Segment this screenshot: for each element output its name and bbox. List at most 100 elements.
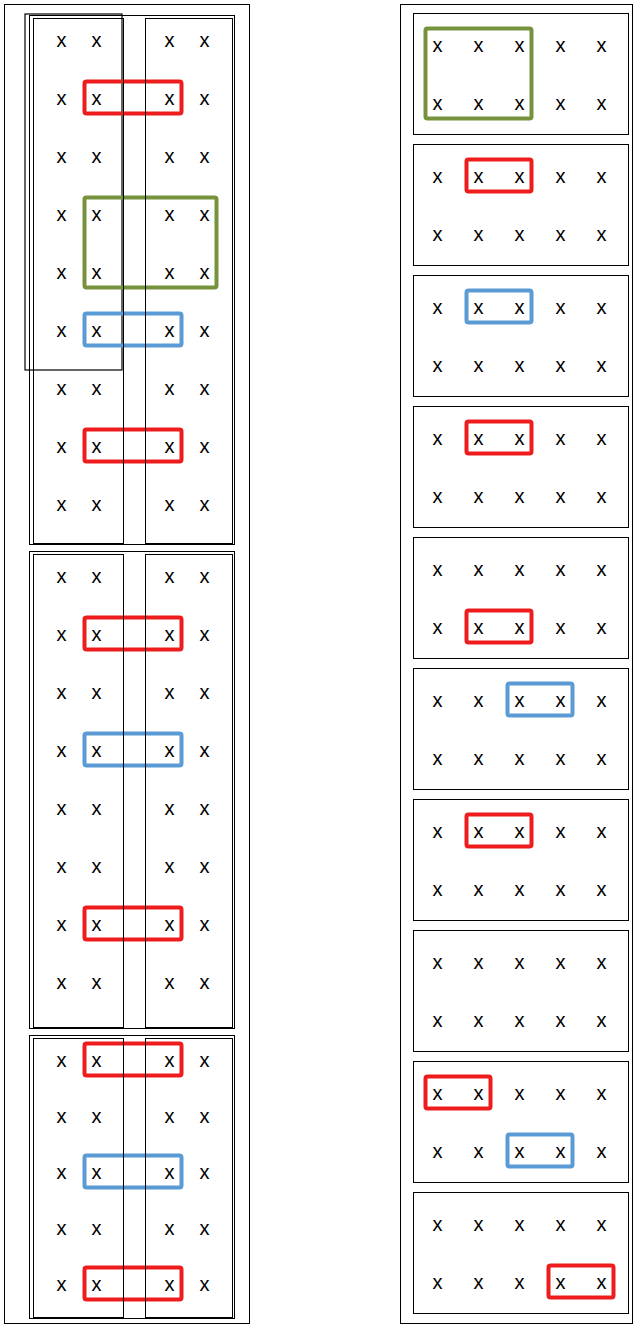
plant-mark: x	[92, 88, 102, 108]
plant-mark: x	[433, 1010, 443, 1030]
plant-mark: x	[92, 1050, 102, 1070]
plant-mark: x	[556, 1141, 566, 1161]
plant-mark: x	[474, 559, 484, 579]
highlight-frame	[467, 611, 532, 643]
plant-mark: x	[200, 566, 210, 586]
plant-mark: x	[200, 494, 210, 514]
plant-mark: x	[57, 146, 67, 166]
plant-mark: x	[200, 856, 210, 876]
plant-mark: x	[200, 88, 210, 108]
plant-mark: x	[165, 856, 175, 876]
plant-mark: x	[200, 262, 210, 282]
highlight-frame	[467, 815, 532, 847]
plant-column: xxxxxxxxxx	[145, 1038, 233, 1318]
plant-mark: x	[433, 297, 443, 317]
plant-mark: x	[165, 320, 175, 340]
panel: x x x x x x x x x x x x x x x x x x x x x x x x x x x x x x x x x x x x x x x x…	[400, 4, 633, 1324]
plant-mark: x	[57, 856, 67, 876]
plant-mark: x	[597, 748, 607, 768]
plant-mark: x	[556, 952, 566, 972]
plant-mark: x	[200, 1162, 210, 1182]
plant-mark: x	[433, 93, 443, 113]
plant-mark: x	[474, 428, 484, 448]
plant-mark: x	[57, 914, 67, 934]
plant-mark: x	[515, 1272, 525, 1292]
plant-mark: x	[474, 1010, 484, 1030]
plant-mark: x	[474, 355, 484, 375]
plant-mark: x	[200, 682, 210, 702]
plant-mark: x	[474, 690, 484, 710]
plant-mark: x	[57, 30, 67, 50]
plant-bed: xxxxxxxxxx	[413, 930, 629, 1052]
plant-mark: x	[474, 93, 484, 113]
plant-mark: x	[433, 355, 443, 375]
plant-mark: x	[597, 355, 607, 375]
plant-mark: x	[92, 204, 102, 224]
plant-column: xxxxxxxxxx	[33, 1038, 124, 1318]
plant-mark: x	[165, 566, 175, 586]
plant-mark: x	[515, 1010, 525, 1030]
highlight-frame	[85, 908, 182, 940]
plant-mark: x	[57, 740, 67, 760]
plant-mark: x	[92, 262, 102, 282]
plant-column: xxxxxxxxxxxxxxxxxx	[145, 18, 233, 544]
plant-mark: x	[165, 624, 175, 644]
offset-frame	[25, 14, 122, 370]
plant-mark: x	[57, 1162, 67, 1182]
plant-mark: x	[200, 146, 210, 166]
plant-mark: x	[515, 355, 525, 375]
plant-mark: x	[57, 624, 67, 644]
plant-mark: x	[597, 952, 607, 972]
plant-mark: x	[474, 35, 484, 55]
plant-mark: x	[597, 617, 607, 637]
plant-mark: x	[200, 204, 210, 224]
plant-mark: x	[165, 494, 175, 514]
plant-mark: x	[92, 798, 102, 818]
plant-mark: x	[165, 1106, 175, 1126]
plant-mark: x	[597, 1083, 607, 1103]
highlight-frame	[85, 734, 182, 766]
plant-mark: x	[57, 1274, 67, 1294]
plant-mark: x	[57, 1218, 67, 1238]
plant-mark: x	[515, 617, 525, 637]
plant-mark: x	[433, 1141, 443, 1161]
plant-mark: x	[57, 88, 67, 108]
plant-mark: x	[57, 566, 67, 586]
plant-mark: x	[433, 1083, 443, 1103]
plant-mark: x	[200, 740, 210, 760]
plant-mark: x	[92, 1218, 102, 1238]
plant-mark: x	[515, 297, 525, 317]
plant-column: xxxxxxxxxxxxxxxx	[33, 554, 124, 1028]
plant-mark: x	[556, 486, 566, 506]
plant-mark: x	[92, 378, 102, 398]
plant-mark: x	[165, 262, 175, 282]
plant-mark: x	[433, 1272, 443, 1292]
plant-mark: x	[92, 30, 102, 50]
plant-mark: x	[92, 320, 102, 340]
plant-mark: x	[515, 224, 525, 244]
plant-mark: x	[92, 972, 102, 992]
highlight-frame	[85, 314, 182, 346]
plant-mark: x	[515, 748, 525, 768]
plant-mark: x	[57, 494, 67, 514]
plant-mark: x	[597, 821, 607, 841]
plant-mark: x	[474, 1214, 484, 1234]
plant-mark: x	[597, 93, 607, 113]
plant-mark: x	[474, 879, 484, 899]
plant-mark: x	[515, 879, 525, 899]
plant-mark: x	[515, 690, 525, 710]
plant-mark: x	[92, 682, 102, 702]
highlight-frame	[85, 618, 182, 650]
plant-mark: x	[92, 624, 102, 644]
plant-mark: x	[92, 1106, 102, 1126]
plant-mark: x	[556, 690, 566, 710]
highlight-frame	[508, 1135, 573, 1167]
plant-mark: x	[474, 1272, 484, 1292]
plant-mark: x	[57, 1050, 67, 1070]
plant-mark: x	[515, 486, 525, 506]
plant-mark: x	[597, 559, 607, 579]
plant-mark: x	[556, 35, 566, 55]
